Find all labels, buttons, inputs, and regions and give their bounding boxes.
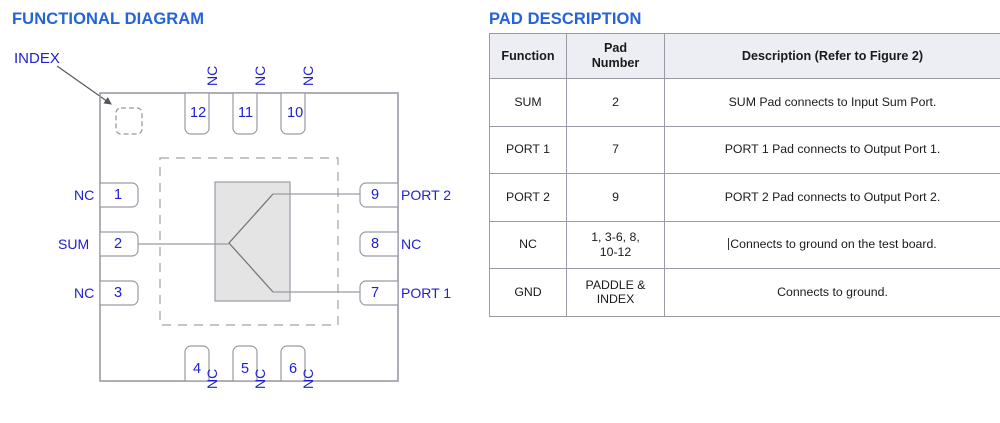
pad-number-6: 6 (289, 361, 298, 377)
pad-5 (232, 345, 258, 382)
pad-number-12: 12 (190, 105, 207, 121)
index-arrow (56, 65, 112, 105)
pad-label-6: NC (300, 368, 316, 389)
table-row: PORT 1 7 PORT 1 Pad connects to Output P… (489, 125, 1000, 174)
index-label: INDEX (14, 50, 60, 67)
pad-number-3: 3 (114, 285, 123, 301)
table-row: SUM 2 SUM Pad connects to Input Sum Port… (489, 78, 1000, 127)
functional-diagram-title: FUNCTIONAL DIAGRAM (12, 10, 205, 28)
index-corner-marker (115, 107, 143, 135)
pad-description-table: Function Pad Number Description (Refer t… (489, 33, 1000, 317)
cell-description-nc-text: Connects to ground on the test board. (730, 237, 937, 252)
splitter-die-block (214, 181, 291, 302)
cell-function-nc: NC (489, 220, 567, 269)
functional-diagram-panel: FUNCTIONAL DIAGRAM INDEX (0, 0, 480, 423)
column-header-pad-line2: Number (591, 56, 640, 70)
cell-padnumber-port2: 9 (566, 173, 665, 222)
cell-padnumber-gnd-line2: INDEX (596, 292, 635, 307)
pad-7 (359, 280, 399, 306)
cell-padnumber-nc: 1, 3-6, 8, 10-12 (566, 220, 665, 269)
pad-11 (232, 92, 258, 135)
column-header-pad-line1: Pad (603, 41, 628, 56)
pad-number-2: 2 (114, 236, 123, 252)
pad-label-5: NC (252, 368, 268, 389)
pad-12 (184, 92, 210, 135)
pad-number-4: 4 (193, 361, 202, 377)
pad-label-8: NC (401, 236, 422, 252)
splitter-symbol (228, 193, 274, 293)
cell-description-port2: PORT 2 Pad connects to Output Port 2. (664, 173, 1000, 222)
cell-padnumber-nc-line1: 1, 3-6, 8, (591, 230, 640, 244)
text-cursor-artifact (728, 238, 730, 251)
cell-function-port1: PORT 1 (489, 125, 567, 174)
cell-padnumber-gnd: PADDLE & INDEX (566, 268, 665, 317)
pad-number-7: 7 (371, 285, 380, 301)
pad-1 (99, 182, 139, 208)
cell-padnumber-nc-line2: 10-12 (599, 244, 632, 259)
pad-label-12: NC (204, 65, 220, 86)
table-row: PORT 2 9 PORT 2 Pad connects to Output P… (489, 173, 1000, 222)
cell-padnumber-port1: 7 (566, 125, 665, 174)
pad-number-5: 5 (241, 361, 250, 377)
pad-number-8: 8 (371, 236, 380, 252)
pad-number-1: 1 (114, 187, 123, 203)
cell-padnumber-sum: 2 (566, 78, 665, 127)
column-header-pad-number: Pad Number (566, 33, 665, 79)
pad-number-10: 10 (287, 105, 304, 121)
pad-label-4: NC (204, 368, 220, 389)
cell-description-sum: SUM Pad connects to Input Sum Port. (664, 78, 1000, 127)
pad-4 (184, 345, 210, 382)
cell-function-port2: PORT 2 (489, 173, 567, 222)
pad-2 (99, 231, 139, 257)
pad-8 (359, 231, 399, 257)
pad-number-9: 9 (371, 187, 380, 203)
exposed-paddle-outline (159, 157, 339, 326)
package-drawing (56, 65, 399, 382)
pad-label-7: PORT 1 (401, 285, 452, 301)
cell-function-gnd: GND (489, 268, 567, 317)
pad-label-3: NC (74, 285, 95, 301)
column-header-description: Description (Refer to Figure 2) (664, 33, 1000, 79)
cell-padnumber-gnd-line1: PADDLE & (585, 277, 646, 292)
cell-description-port1: PORT 1 Pad connects to Output Port 1. (664, 125, 1000, 174)
pad-label-1: NC (74, 187, 95, 203)
table-header-row: Function Pad Number Description (Refer t… (489, 33, 1000, 79)
cell-description-nc: Connects to ground on the test board. (664, 220, 1000, 269)
pad-number-11: 11 (238, 105, 254, 121)
pad-description-title: PAD DESCRIPTION (489, 10, 642, 28)
pad-label-11: NC (252, 65, 268, 86)
pad-10 (280, 92, 306, 135)
pad-3 (99, 280, 139, 306)
cell-description-gnd: Connects to ground. (664, 268, 1000, 317)
pad-label-10: NC (300, 65, 316, 86)
pad-label-2: SUM (58, 236, 90, 252)
table-row: NC 1, 3-6, 8, 10-12 Connects to ground o… (489, 220, 1000, 269)
cell-function-sum: SUM (489, 78, 567, 127)
pad-label-9: PORT 2 (401, 187, 452, 203)
column-header-function: Function (489, 33, 567, 79)
pad-9 (359, 182, 399, 208)
table-row: GND PADDLE & INDEX Connects to ground. (489, 268, 1000, 317)
pad-6 (280, 345, 306, 382)
